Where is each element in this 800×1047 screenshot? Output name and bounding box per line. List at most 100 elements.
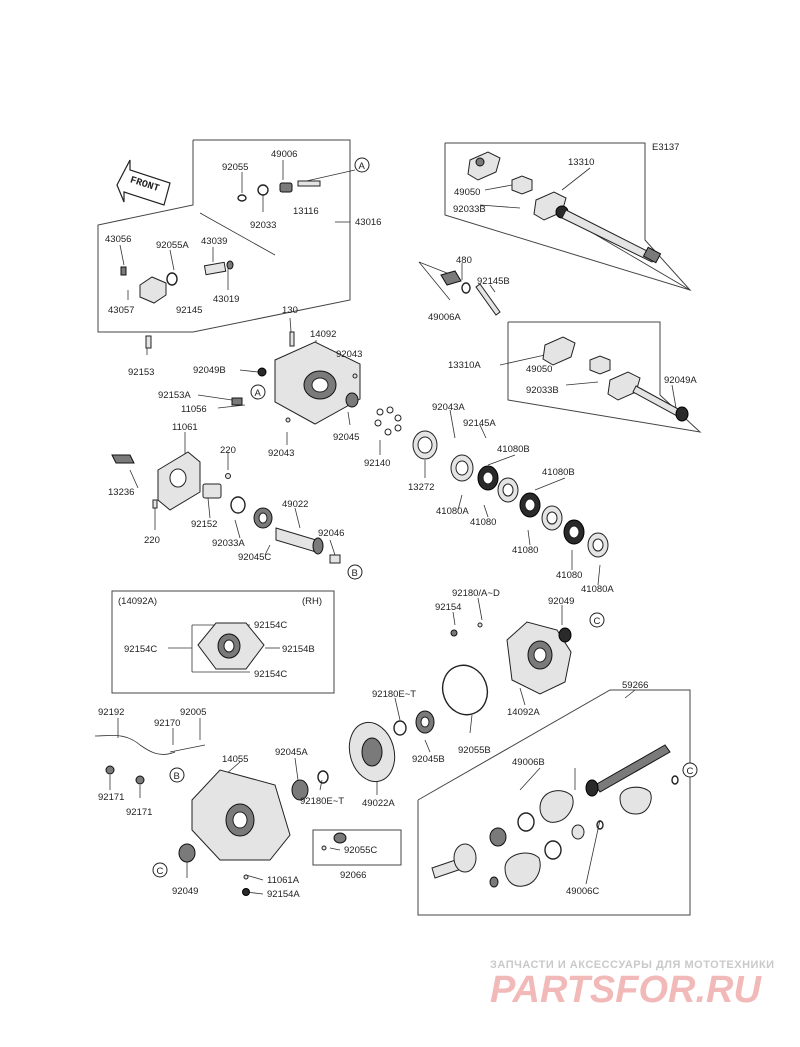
part-label-13272: 13272	[408, 482, 434, 493]
part-label-92005: 92005	[180, 707, 206, 718]
part-label-92154B: 92154B	[282, 644, 315, 655]
part-label-92046: 92046	[318, 528, 344, 539]
part-label-49006: 49006	[271, 149, 297, 160]
part-label-92045C: 92045C	[238, 552, 271, 563]
part-label-130: 130	[282, 305, 298, 316]
leader-lines	[109, 160, 691, 895]
group-frame-43016	[97, 139, 351, 333]
part-label-41080B: 41080B	[497, 444, 530, 455]
part-label-14092A: 14092A	[507, 707, 540, 718]
part-label-92140: 92140	[364, 458, 390, 469]
box-92066	[312, 829, 402, 866]
part-label-43056: 43056	[105, 234, 131, 245]
part-label-13116: 13116	[293, 206, 319, 217]
part-label-49022A: 49022A	[362, 798, 395, 809]
part-label-92033B-b: 92033B	[526, 385, 559, 396]
part-label-92154A: 92154A	[267, 889, 300, 900]
part-label-49050: 49050	[454, 187, 480, 198]
part-label-92170: 92170	[154, 718, 180, 729]
part-label-92049B: 92049B	[193, 365, 226, 376]
part-label-92145: 92145	[176, 305, 202, 316]
part-label-14055: 14055	[222, 754, 248, 765]
front-arrow: FRONT	[116, 159, 171, 206]
part-label-92171-b: 92171	[126, 807, 152, 818]
part-label-92066: 92066	[340, 870, 366, 881]
part-label-49006C: 49006C	[566, 886, 599, 897]
part-labels: 92055 49006 13116 92033 43016 43056 9205…	[98, 149, 697, 900]
part-label-92192: 92192	[98, 707, 124, 718]
ref-b-mid: B	[352, 568, 358, 579]
part-label-41080B-b: 41080B	[542, 467, 575, 478]
part-label-13236: 13236	[108, 487, 134, 498]
part-label-92049: 92049	[548, 596, 574, 607]
part-label-92154C-1: 92154C	[254, 620, 287, 631]
part-label-92033: 92033	[250, 220, 276, 231]
part-label-92055C: 92055C	[344, 845, 377, 856]
inset-box-14092A	[111, 590, 335, 694]
part-label-41080A-b: 41080A	[581, 584, 614, 595]
part-label-59266: 59266	[622, 680, 648, 691]
part-label-14092: 14092	[310, 329, 336, 340]
parts-illustrations	[94, 151, 689, 896]
part-label-43016: 43016	[355, 217, 381, 228]
part-label-92152: 92152	[191, 519, 217, 530]
part-label-11061: 11061	[172, 422, 198, 433]
part-label-49022: 49022	[282, 499, 308, 510]
part-label-92033B: 92033B	[453, 204, 486, 215]
part-label-49006A: 49006A	[428, 312, 461, 323]
part-label-92154C-2: 92154C	[124, 644, 157, 655]
inset-title-right: (RH)	[302, 596, 322, 607]
group-frame-59266	[417, 689, 691, 916]
part-label-11056: 11056	[181, 404, 207, 415]
part-label-92055: 92055	[222, 162, 248, 173]
inset-title-left: (14092A)	[118, 596, 157, 607]
part-label-92180E-T-b: 92180E~T	[300, 796, 344, 807]
part-label-92055B: 92055B	[458, 745, 491, 756]
part-label-41080: 41080	[470, 517, 496, 528]
ref-a-mid: A	[255, 388, 262, 399]
part-label-92049A: 92049A	[664, 375, 697, 386]
part-label-92154C-3: 92154C	[254, 669, 287, 680]
part-label-92045B: 92045B	[412, 754, 445, 765]
part-label-41080-b: 41080	[512, 545, 538, 556]
part-label-92033A: 92033A	[212, 538, 245, 549]
part-label-220-b: 220	[144, 535, 160, 546]
part-label-92154: 92154	[435, 602, 461, 613]
part-label-92153: 92153	[128, 367, 154, 378]
ref-c-shaft: C	[687, 766, 694, 777]
part-label-92045A: 92045A	[275, 747, 308, 758]
part-label-13310: 13310	[568, 157, 594, 168]
group-frame-13310	[444, 142, 692, 292]
part-label-92145B: 92145B	[477, 276, 510, 287]
part-label-92045: 92045	[333, 432, 359, 443]
part-label-92043: 92043	[336, 349, 362, 360]
reference-markers: A A B B C C C	[152, 157, 698, 878]
part-label-92055A: 92055A	[156, 240, 189, 251]
ref-c-cover: C	[594, 616, 601, 627]
watermark-logo: PARTSFOR.RU	[490, 969, 762, 1011]
part-label-92180E-T: 92180E~T	[372, 689, 416, 700]
part-label-92043A: 92043A	[432, 402, 465, 413]
part-label-43039: 43039	[201, 236, 227, 247]
part-label-43057: 43057	[108, 305, 134, 316]
part-label-13310A: 13310A	[448, 360, 481, 371]
ref-b-housing: B	[174, 771, 180, 782]
part-label-92145A: 92145A	[463, 418, 496, 429]
part-label-92180A-D: 92180/A~D	[452, 588, 500, 599]
watermark-tagline: ЗАПЧАСТИ И АКСЕССУАРЫ ДЛЯ МОТОТЕХНИКИ	[490, 959, 775, 971]
part-label-92049-b: 92049	[172, 886, 198, 897]
part-label-43019: 43019	[213, 294, 239, 305]
part-label-92171: 92171	[98, 792, 124, 803]
part-label-92153A: 92153A	[158, 390, 191, 401]
part-label-92043-b: 92043	[268, 448, 294, 459]
part-label-41080A: 41080A	[436, 506, 469, 517]
part-label-11061A: 11061A	[267, 875, 300, 886]
part-label-220: 220	[220, 445, 236, 456]
diagram-code: E3137	[652, 142, 679, 153]
part-label-49006B: 49006B	[512, 757, 545, 768]
part-label-480: 480	[456, 255, 472, 266]
part-label-49050-b: 49050	[526, 364, 552, 375]
ref-a-top: A	[359, 161, 366, 172]
ref-c-housing: C	[157, 866, 164, 877]
